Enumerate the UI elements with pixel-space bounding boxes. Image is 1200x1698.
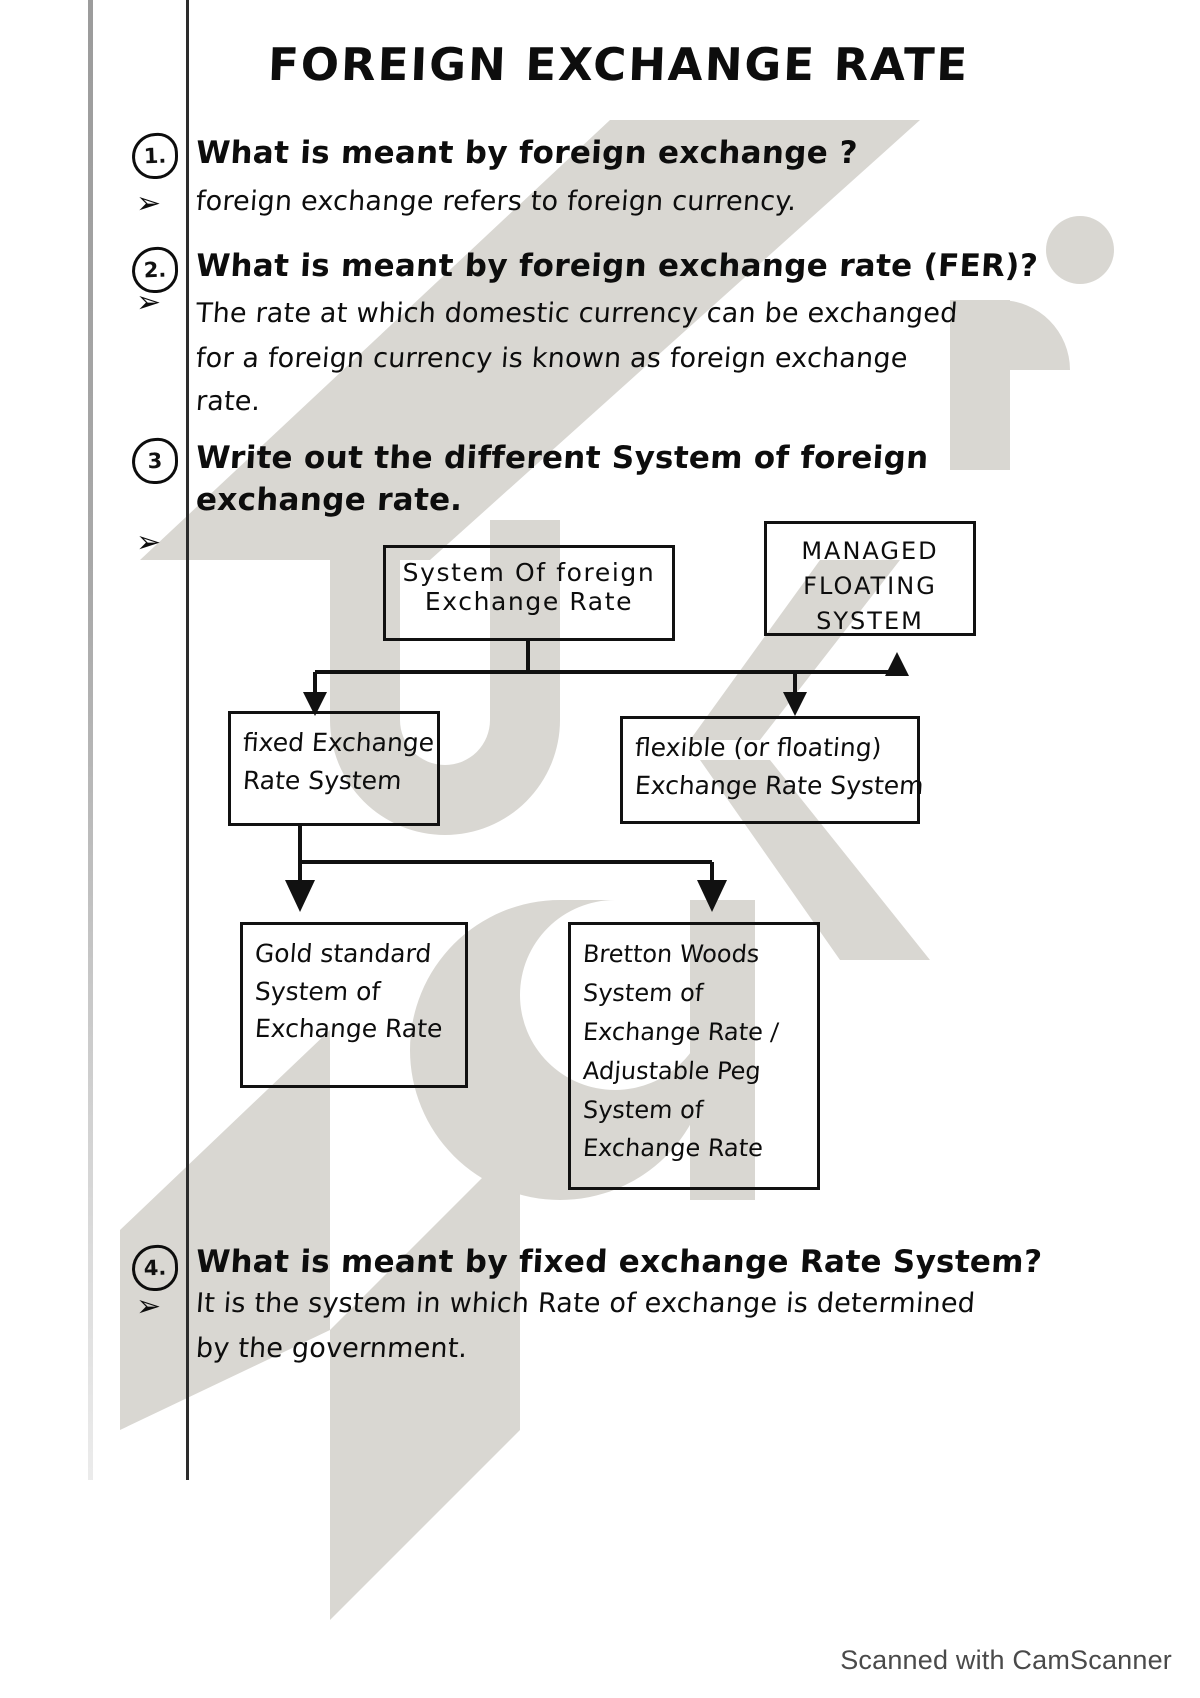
flowchart-box-flexible-line-1: flexible (or floating)	[634, 733, 883, 762]
answer-line-2-1: The rate at which domestic currency can …	[194, 298, 959, 329]
page-title: FOREIGN EXCHANGE RATE	[267, 38, 971, 91]
flowchart-box-flexible-line-2: Exchange Rate System	[634, 770, 925, 800]
flowchart-box-bretton-line-6: Exchange Rate	[582, 1134, 764, 1163]
flowchart-box-root-line-2: Exchange Rate	[424, 587, 634, 616]
flowchart-box-managed-floating: MANAGED FLOATING SYSTEM	[764, 521, 976, 636]
question-text-3-line-1: Write out the different System of foreig…	[195, 440, 930, 476]
flowchart-box-root: System Of foreign Exchange Rate	[383, 545, 675, 641]
question-text-1: What is meant by foreign exchange ?	[195, 135, 859, 171]
flowchart-box-bretton-line-2: System of	[582, 978, 705, 1007]
flowchart-box-fixed-line-2: Rate System	[242, 765, 403, 795]
question-text-2: What is meant by foreign exchange rate (…	[195, 248, 1039, 284]
question-number-3: 3	[131, 437, 179, 485]
question-number-4: 4.	[131, 1244, 179, 1292]
page-margin-rule-outer	[88, 0, 93, 1480]
page-margin-rule-inner	[186, 0, 189, 1480]
flowchart-box-gold-standard: Gold standard System of Exchange Rate	[240, 922, 468, 1088]
flowchart-box-root-line-1: System Of foreign	[402, 558, 656, 587]
question-text-3-line-2: exchange rate.	[195, 482, 464, 518]
answer-line-4-2: by the government.	[194, 1333, 469, 1364]
answer-line-2-3: rate.	[194, 386, 262, 417]
flowchart-box-bretton-line-4: Adjustable Peg	[582, 1056, 762, 1085]
answer-line-1-1: foreign exchange refers to foreign curre…	[194, 186, 798, 217]
flowchart-box-fixed-line-1: fixed Exchange	[242, 728, 436, 757]
question-text-4: What is meant by fixed exchange Rate Sys…	[195, 1244, 1044, 1280]
flowchart-box-flexible-exchange: flexible (or floating) Exchange Rate Sys…	[620, 716, 925, 824]
answer-arrow-icon-4: ➢	[136, 1289, 162, 1324]
answer-arrow-icon-1: ➢	[136, 186, 162, 221]
flowchart-box-bretton-line-1: Bretton Woods	[582, 940, 761, 968]
flowchart-box-bretton-line-3: Exchange Rate /	[582, 1017, 780, 1046]
answer-arrow-icon-2: ➢	[136, 285, 162, 320]
flowchart-box-managed-line-2: FLOATING	[803, 571, 937, 600]
flowchart-box-fixed-exchange: fixed Exchange Rate System	[228, 711, 440, 826]
flowchart-box-gold-line-1: Gold standard	[254, 939, 433, 968]
answer-arrow-icon-3: ➢	[136, 525, 162, 560]
flowchart-box-gold-line-3: Exchange Rate	[254, 1014, 444, 1043]
flowchart-box-managed-line-1: MANAGED	[801, 537, 939, 565]
answer-line-4-1: It is the system in which Rate of exchan…	[194, 1288, 977, 1319]
flowchart-box-bretton-woods: Bretton Woods System of Exchange Rate / …	[568, 922, 820, 1190]
flowchart-box-bretton-line-5: System of	[582, 1095, 705, 1124]
scanner-footer-text: Scanned with CamScanner	[840, 1645, 1172, 1675]
flowchart-box-gold-line-2: System of	[254, 976, 382, 1006]
question-number-1: 1.	[131, 132, 179, 180]
answer-line-2-2: for a foreign currency is known as forei…	[194, 343, 909, 374]
flowchart-box-managed-line-3: SYSTEM	[816, 606, 924, 635]
